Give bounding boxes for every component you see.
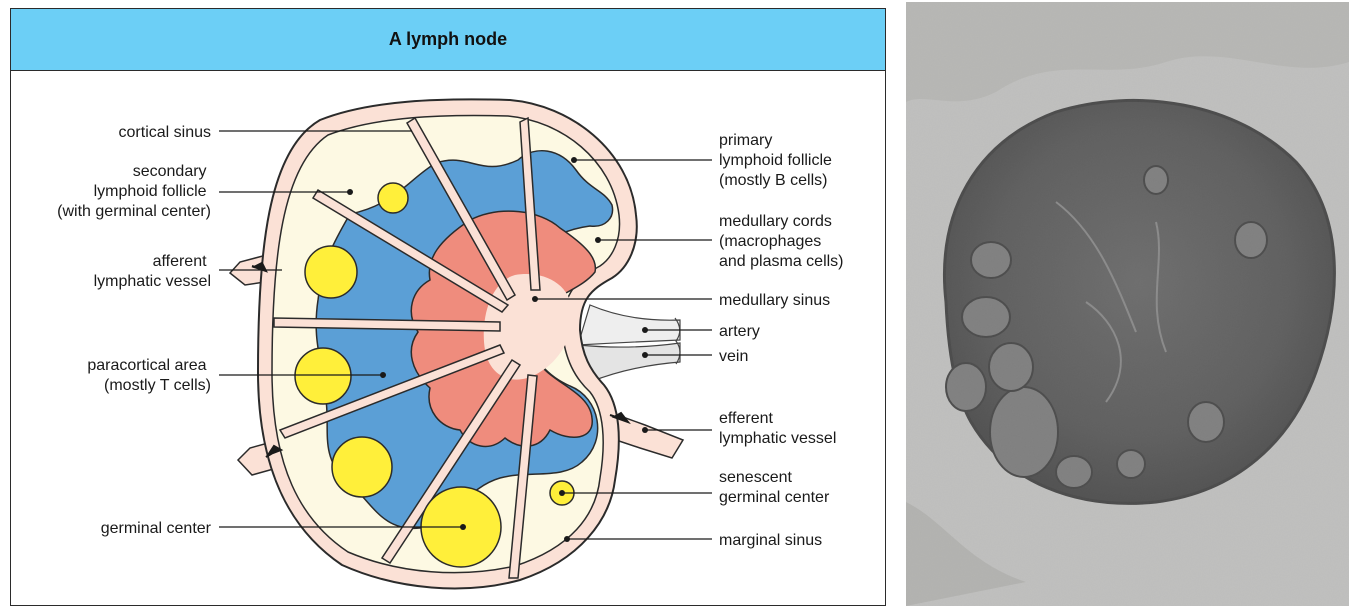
label-vein: vein [719,348,748,365]
lymph-node-diagram: cortical sinus secondary lymphoid follic… [0,0,900,609]
label-paracortical-area: paracortical area (mostly T cells) [87,357,211,394]
label-medullary-sinus: medullary sinus [719,292,830,309]
label-medullary-cords: medullary cords (macrophages and plasma … [719,213,844,270]
label-primary-follicle: primary lymphoid follicle (mostly B cell… [719,132,836,189]
label-marginal-sinus: marginal sinus [719,532,822,549]
label-afferent-vessel: afferent lymphatic vessel [94,253,211,290]
label-cortical-sinus: cortical sinus [119,124,211,141]
label-germinal-center: germinal center [101,520,212,537]
label-artery: artery [719,323,760,340]
label-efferent-vessel: efferent lymphatic vessel [719,410,836,447]
lymph-node-micrograph [906,2,1349,606]
label-secondary-follicle: secondary lymphoid follicle (with germin… [57,163,211,220]
label-senescent-center: senescent germinal center [719,469,830,506]
